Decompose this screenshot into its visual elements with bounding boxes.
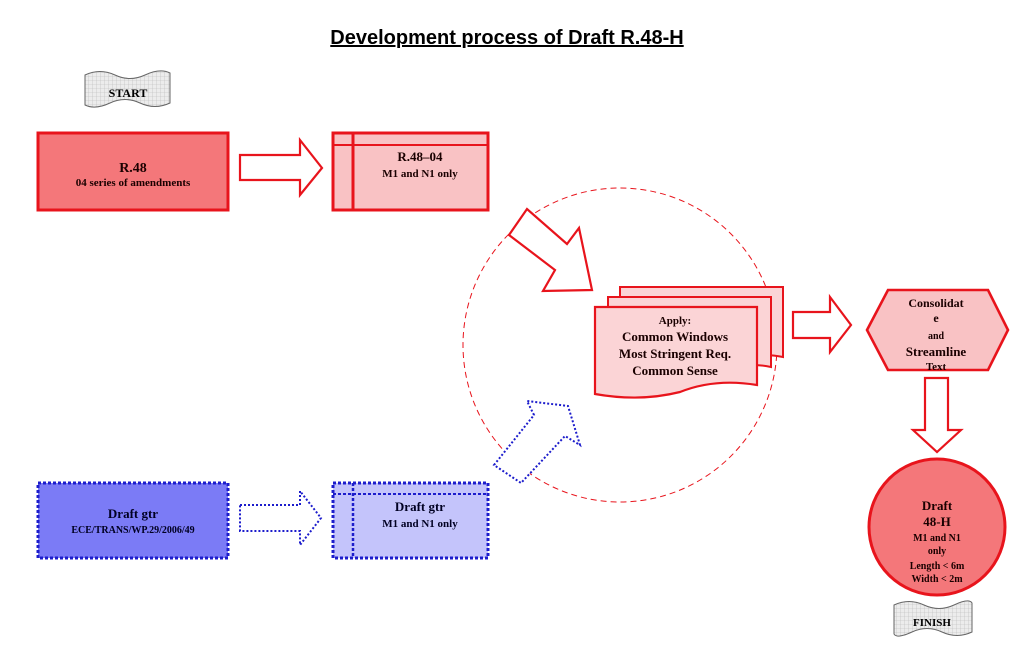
draft-48h-circle: Draft 48-H M1 and N1 only Length < 6m Wi… bbox=[867, 457, 1007, 597]
draft48h-line4: only bbox=[928, 546, 946, 557]
diagram-title: Development process of Draft R.48-H bbox=[330, 27, 683, 49]
consolidate-line5: Text bbox=[926, 361, 947, 373]
consolidate-line2: e bbox=[933, 311, 939, 325]
apply-line4: Common Sense bbox=[632, 363, 718, 378]
finish-label: FINISH bbox=[913, 617, 951, 629]
r48-04-subtitle: M1 and N1 only bbox=[382, 168, 458, 180]
r48-box: R.48 04 series of amendments bbox=[36, 131, 230, 212]
arrow-r4804-to-apply bbox=[507, 207, 594, 293]
consolidate-line3: and bbox=[928, 331, 945, 342]
draft-gtr-m1-box: Draft gtr M1 and N1 only bbox=[331, 481, 490, 560]
apply-line1: Apply: bbox=[659, 315, 691, 327]
r48-04-box: R.48–04 M1 and N1 only bbox=[331, 131, 490, 212]
apply-document-stack: Apply: Common Windows Most Stringent Req… bbox=[593, 286, 784, 399]
arrow-gtr-to-apply bbox=[492, 399, 582, 485]
consolidate-line1: Consolidat bbox=[908, 296, 963, 310]
consolidate-line4: Streamline bbox=[906, 344, 967, 359]
start-terminator: START bbox=[84, 70, 171, 108]
draft48h-line1: Draft bbox=[922, 498, 953, 513]
draft-gtr-title: Draft gtr bbox=[108, 506, 158, 521]
arrow-apply-to-consolidate bbox=[791, 293, 853, 356]
draft-gtr-m1-title: Draft gtr bbox=[395, 499, 445, 514]
consolidate-hexagon: Consolidat e and Streamline Text bbox=[865, 288, 1010, 373]
apply-line3: Most Stringent Req. bbox=[619, 346, 731, 361]
finish-terminator: FINISH bbox=[893, 600, 973, 637]
draft-gtr-box: Draft gtr ECE/TRANS/WP.29/2006/49 bbox=[36, 481, 230, 560]
draft48h-line2: 48-H bbox=[923, 514, 950, 529]
arrow-consolidate-to-draft48h bbox=[910, 376, 964, 454]
r48-subtitle: 04 series of amendments bbox=[76, 177, 191, 189]
draft48h-line6: Width < 2m bbox=[911, 574, 963, 585]
draft-gtr-m1-subtitle: M1 and N1 only bbox=[382, 518, 458, 530]
draft48h-line5: Length < 6m bbox=[910, 561, 965, 572]
r48-04-title: R.48–04 bbox=[397, 149, 443, 164]
apply-line2: Common Windows bbox=[622, 329, 728, 344]
start-label: START bbox=[109, 86, 148, 100]
r48-title: R.48 bbox=[119, 161, 147, 176]
draft48h-line3: M1 and N1 bbox=[913, 533, 961, 544]
draft-gtr-subtitle: ECE/TRANS/WP.29/2006/49 bbox=[71, 525, 194, 536]
arrow-gtr-to-gtr-m1 bbox=[239, 488, 323, 548]
arrow-r48-to-r4804 bbox=[238, 136, 324, 199]
